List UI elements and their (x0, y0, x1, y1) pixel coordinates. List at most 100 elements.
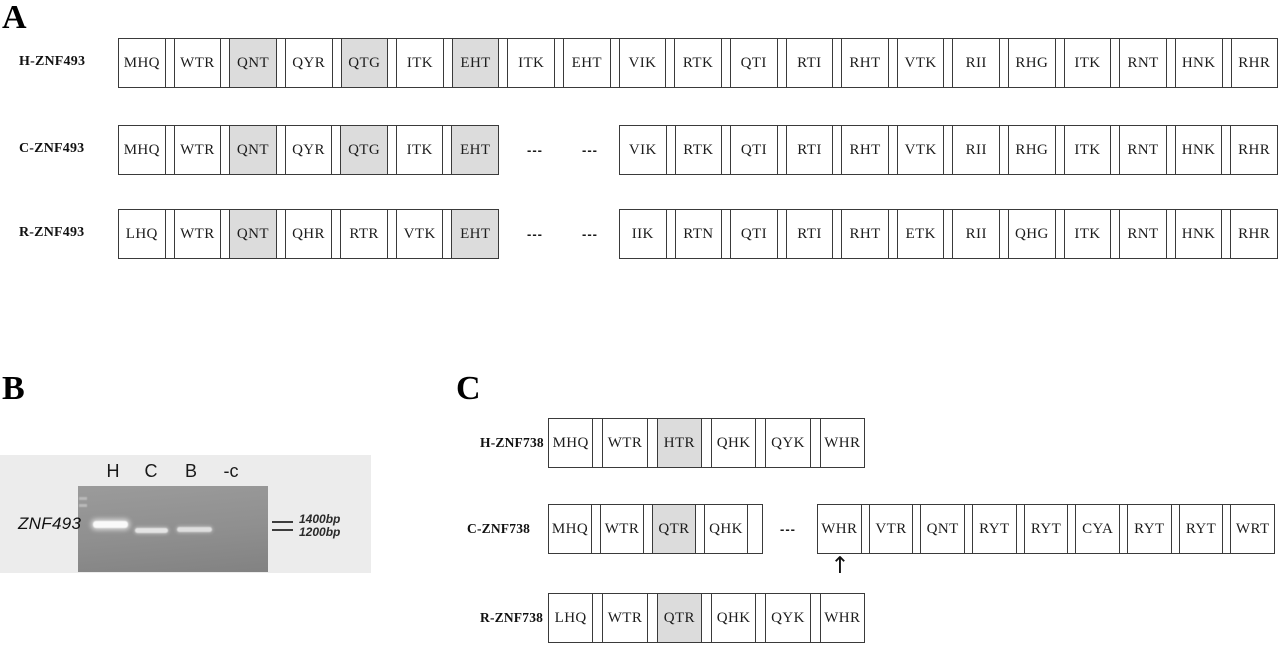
zinc-finger-box: QYK (765, 419, 811, 467)
zinc-finger-box: QHK (710, 594, 757, 642)
zinc-finger-box: QTR (656, 594, 702, 642)
zinc-finger-box: VTK (395, 210, 444, 258)
zinc-finger-box: RHT (841, 126, 889, 174)
zinc-finger-box: RYT (972, 505, 1017, 553)
zinc-finger-box: RTN (674, 210, 723, 258)
zinc-finger-box: WHR (819, 419, 864, 467)
panel-b-letter: B (2, 370, 25, 407)
zinc-finger-box: MHQ (119, 126, 166, 174)
size-marker-label-1400bp: 1400bp (299, 512, 341, 526)
zinc-finger-box: RTK (674, 126, 723, 174)
lane-label-neg-control: -c (223, 461, 239, 481)
zinc-finger-box: EHT (451, 39, 500, 87)
zinc-finger-box: QHR (284, 210, 333, 258)
zinc-finger-box: RTI (785, 39, 834, 87)
zinc-finger-box: ITK (507, 39, 555, 87)
zinc-finger-box: RHT (841, 39, 889, 87)
zinc-finger-box: QTI (729, 39, 778, 87)
zinc-finger-box: ITK (1063, 210, 1112, 258)
deletion-dashes: --- (527, 226, 543, 242)
gel-band-b (177, 527, 212, 532)
zinc-finger-box: QYK (765, 594, 811, 642)
deletion-dashes: --- (527, 142, 543, 158)
zinc-finger-box: RTR (340, 210, 388, 258)
zinc-finger-box: RYT (1127, 505, 1172, 553)
zinc-finger-box: QYR (284, 126, 333, 174)
zinc-finger-box: RII (952, 126, 1001, 174)
deletion-dashes: --- (780, 521, 796, 537)
zinc-finger-box: QTI (730, 210, 778, 258)
size-marker-line-1200 (272, 529, 293, 531)
zinc-finger-box: HNK (1174, 126, 1223, 174)
zinc-finger-box: RNT (1119, 39, 1167, 87)
zinc-finger-box: RTI (785, 210, 834, 258)
deletion-dashes: --- (582, 142, 598, 158)
zinc-finger-box: VTK (896, 126, 945, 174)
lane-label-h: H (106, 461, 120, 481)
zinc-finger-box: QNT (920, 505, 966, 553)
zinc-finger-box: WTR (173, 39, 222, 87)
zinc-finger-box: VIK (620, 126, 667, 174)
zinc-finger-box: HTR (656, 419, 702, 467)
panel-a-letter: A (2, 0, 27, 36)
zinc-finger-box: MHQ (119, 39, 166, 87)
zinc-finger-box: WTR (602, 419, 648, 467)
zinc-finger-box: RTI (785, 126, 834, 174)
zinc-finger-box: RNT (1119, 126, 1167, 174)
row-end-spacer (756, 505, 762, 553)
zinc-finger-box: QTR (652, 505, 696, 553)
zinc-finger-box: CYA (1075, 505, 1121, 553)
zinc-finger-box: RHR (1230, 126, 1277, 174)
lane-label-c: C (144, 461, 158, 481)
zinc-finger-box: ITK (395, 126, 444, 174)
row-label-c-znf493: C-ZNF493 (19, 141, 85, 156)
zinc-finger-box: WHR (818, 505, 862, 553)
zinc-finger-box: EHT (451, 126, 499, 174)
gel-band-h (93, 521, 128, 528)
zinc-finger-box: RNT (1119, 210, 1167, 258)
zinc-finger-box: EHT (451, 210, 499, 258)
zinc-finger-box: LHQ (549, 594, 594, 642)
zinc-finger-box: RTK (674, 39, 722, 87)
deletion-dashes: --- (582, 226, 598, 242)
zinc-finger-box: MHQ (549, 505, 592, 553)
zinc-finger-box: RYT (1178, 505, 1224, 553)
zinc-finger-box: RHT (841, 210, 889, 258)
zinc-finger-box: VTR (868, 505, 914, 553)
zinc-finger-box: QHK (704, 505, 748, 553)
zinc-finger-box: RII (952, 210, 1001, 258)
zinc-finger-box: QHK (710, 419, 757, 467)
zinc-finger-box: RHR (1230, 39, 1278, 87)
zinc-finger-box: QHG (1008, 210, 1056, 258)
lane-label-b: B (184, 461, 198, 481)
zinc-finger-box: ITK (396, 39, 444, 87)
zinc-finger-box: VIK (618, 39, 667, 87)
zinc-finger-box: WTR (173, 126, 222, 174)
arrow-up-icon: ↑ (830, 553, 850, 579)
zinc-finger-box: ITK (1063, 39, 1112, 87)
row-label-c-znf738: C-ZNF738 (467, 521, 531, 536)
zinc-finger-box: WTR (173, 210, 222, 258)
zinc-finger-box: IIK (620, 210, 667, 258)
row-label-r-znf493: R-ZNF493 (19, 225, 85, 240)
size-marker-line-1400 (272, 521, 293, 523)
zinc-finger-box: HNK (1174, 210, 1223, 258)
gel-image (78, 486, 268, 572)
zinc-finger-box: VTK (896, 39, 945, 87)
zinc-finger-box: QTG (340, 39, 389, 87)
zinc-finger-box: QNT (229, 39, 277, 87)
zinc-finger-box: QYR (284, 39, 333, 87)
zinc-finger-box: WRT (1230, 505, 1275, 553)
zinc-finger-box: QNT (229, 210, 277, 258)
zinc-finger-box: QTG (340, 126, 388, 174)
zinc-finger-box: HNK (1174, 39, 1223, 87)
row-label-h-znf493: H-ZNF493 (19, 54, 86, 69)
zinc-finger-box: WHR (819, 594, 864, 642)
